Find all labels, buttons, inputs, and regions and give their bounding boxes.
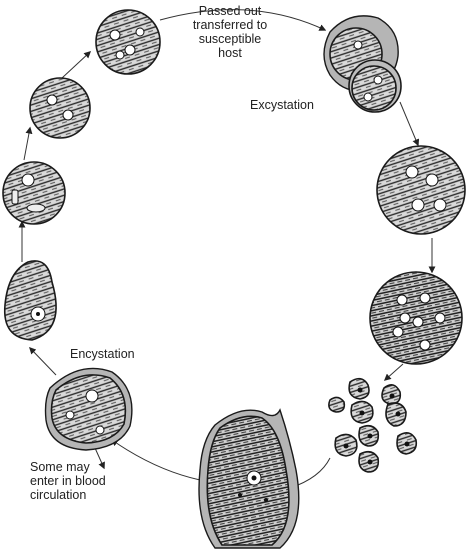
- label-passed-out-line-4: host: [218, 46, 242, 60]
- label-passed-out-line-2: transferred to: [192, 18, 268, 32]
- excysting-cyst: [323, 15, 402, 113]
- label-blood-line-2: enter in blood: [30, 474, 106, 488]
- small-trophozoites: [328, 377, 418, 473]
- label-blood-line-1: Some may: [30, 460, 90, 474]
- precyst: [3, 260, 57, 341]
- arrow-to-transfer: [159, 9, 327, 31]
- label-excystation: Excystation: [250, 98, 314, 112]
- label-encystation: Encystation: [70, 347, 135, 361]
- arrow-to-precyst: [110, 439, 201, 481]
- metacystic-trophozoite: [376, 145, 466, 235]
- tissue-trophozoite: [198, 408, 300, 549]
- arrow-to-metacystic: [383, 363, 404, 381]
- arrow-to-mature-cyst: [61, 51, 92, 79]
- uninucleate-cyst: [2, 161, 66, 225]
- label-passed-out: Passed out transferred to susceptible ho…: [170, 4, 290, 60]
- mature-cyst: [95, 9, 161, 75]
- label-passed-out-line-1: Passed out: [198, 4, 262, 18]
- encysting-form: [44, 367, 133, 451]
- label-passed-out-line-3: susceptible: [198, 32, 262, 46]
- dividing-trophozoite: [369, 271, 463, 365]
- arrow-to-encystation: [29, 346, 57, 376]
- arrow-to-blood: [94, 447, 105, 470]
- label-blood-circulation: Some may enter in blood circulation: [30, 460, 106, 502]
- arrow-to-binucleate: [23, 126, 33, 161]
- binucleate-cyst: [29, 77, 91, 139]
- label-blood-line-3: circulation: [30, 488, 87, 502]
- arrow-excyst-to-trophozoite: [399, 101, 420, 147]
